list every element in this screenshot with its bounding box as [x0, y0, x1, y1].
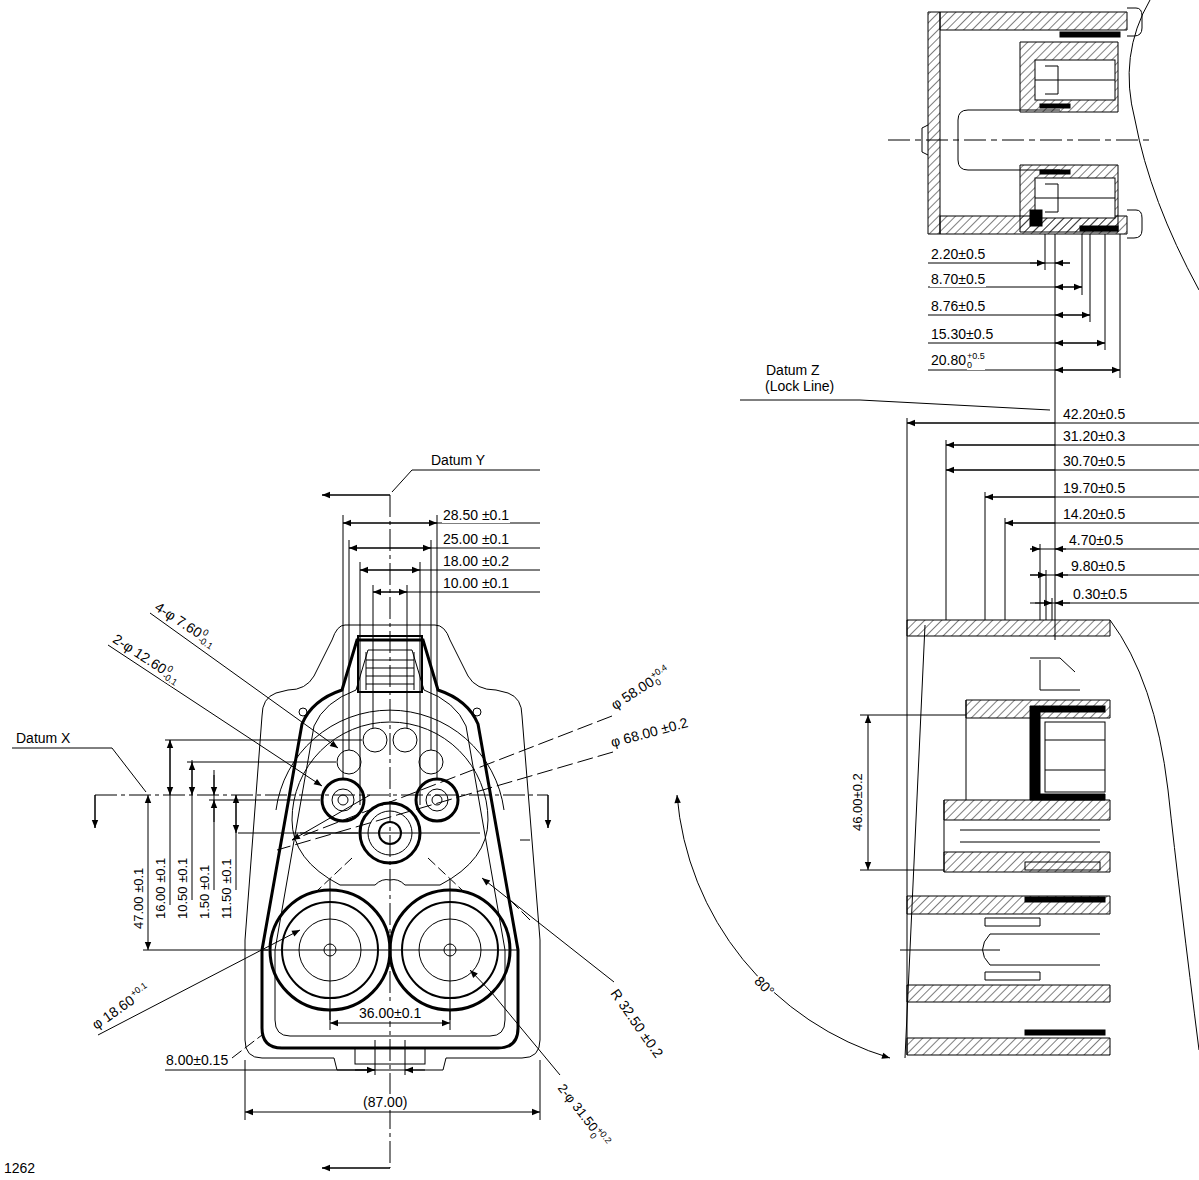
datum-label: Datum X [15, 730, 71, 746]
dimension-text: 10.50 ±0.1 [175, 857, 190, 920]
dimension-text: 4-φ 7.60 [151, 598, 206, 641]
label-group: 47.00 ±0.1 [131, 867, 147, 930]
tolerance-lower: 0 [967, 361, 985, 370]
tolerance-upper: +0.1 [129, 981, 149, 999]
dimension-text: 42.20±0.5 [1062, 406, 1126, 422]
label-group: 2.20±0.5 [930, 246, 986, 262]
dimension-text: 8.76±0.5 [930, 298, 986, 314]
dimension-text: 0.30±0.5 [1072, 586, 1128, 602]
dimension-text: φ 68.00 ±0.2 [608, 714, 690, 750]
angle-text: 80° [751, 972, 779, 1000]
label-group: 9.80±0.5 [1070, 558, 1126, 574]
label-group: 1.50 ±0.1 [197, 864, 213, 920]
dimension-text: 31.20±0.3 [1062, 428, 1126, 444]
side-section-bottom [677, 418, 1199, 1058]
label-group: 20.80+0.50 [930, 352, 985, 370]
label-group: 8.76±0.5 [930, 298, 986, 314]
datum-label: Datum Z (Lock Line) [765, 362, 835, 394]
label-group: 31.20±0.3 [1062, 428, 1126, 444]
datum-label: Datum Y [430, 452, 486, 468]
dimension-text: R 32.50 ±0.2 [607, 985, 667, 1061]
label-group: 25.00 ±0.1 [442, 531, 510, 547]
dimension-text: 9.80±0.5 [1070, 558, 1126, 574]
dimension-text: 46.00±0.2 [850, 772, 865, 832]
label-group: 14.20±0.5 [1062, 506, 1126, 522]
label-group: 2-φ 31.50+0.20 [552, 1080, 613, 1151]
side-section-top [740, 0, 1199, 640]
label-group: 4-φ 7.600-0.1 [150, 598, 219, 652]
dimension-text: 2.20±0.5 [930, 246, 986, 262]
label-group: R 32.50 ±0.2 [607, 985, 667, 1061]
tolerance-upper: +0.5 [967, 352, 985, 361]
label-group: 0.30±0.5 [1072, 586, 1128, 602]
label-group: 4.70±0.5 [1068, 532, 1124, 548]
dimension-text: 16.00 ±0.1 [153, 857, 168, 920]
dimension-text: 2-φ 12.60 [109, 630, 170, 677]
label-group: φ 58.00+0.40 [607, 663, 674, 715]
dimension-text: 4.70±0.5 [1068, 532, 1124, 548]
label-group: φ 68.00 ±0.2 [608, 714, 690, 750]
dimension-text: 1.50 ±0.1 [197, 864, 212, 920]
dimension-text: 28.50 ±0.1 [442, 507, 510, 523]
front-view [12, 470, 614, 1168]
label-group: (87.00) [362, 1094, 408, 1110]
label-group: 8.70±0.5 [930, 271, 986, 287]
label-group: Datum Y [430, 452, 486, 468]
dimension-text: (87.00) [362, 1094, 408, 1110]
label-group: 10.00 ±0.1 [442, 575, 510, 591]
dimension-text: 8.70±0.5 [930, 271, 986, 287]
label-group: 28.50 ±0.1 [442, 507, 510, 523]
dimension-text: 8.00±0.15 [165, 1052, 229, 1068]
label-group: 36.00±0.1 [358, 1005, 422, 1021]
label-group: 10.50 ±0.1 [175, 857, 191, 920]
label-group: 1262 [3, 1160, 36, 1176]
tolerance-lower: -0.1 [196, 636, 214, 652]
dimension-text: 47.00 ±0.1 [131, 867, 146, 930]
dimension-text: φ 58.00 [607, 673, 658, 714]
dimension-text: 10.00 ±0.1 [442, 575, 510, 591]
label-group: 19.70±0.5 [1062, 480, 1126, 496]
label-group: 18.00 ±0.2 [442, 553, 510, 569]
label-group: 42.20±0.5 [1062, 406, 1126, 422]
dimension-text: 15.30±0.5 [930, 326, 994, 342]
dimension-text: 30.70±0.5 [1062, 453, 1126, 469]
dimension-text: φ 18.60 [88, 991, 138, 1033]
label-group: 2-φ 12.600-0.1 [108, 630, 183, 688]
tolerance-stack: +0.1 [129, 981, 149, 999]
label-group: 15.30±0.5 [930, 326, 994, 342]
dimension-text: 36.00±0.1 [358, 1005, 422, 1021]
dimension-text: 2-φ 31.50 [554, 1080, 602, 1135]
label-group: 46.00±0.2 [850, 772, 866, 832]
label-group: 16.00 ±0.1 [153, 857, 169, 920]
label-group: 11.50 ±0.1 [219, 858, 235, 920]
dimension-text: 14.20±0.5 [1062, 506, 1126, 522]
drawing-number: 1262 [3, 1160, 36, 1176]
label-group: φ 18.60+0.1 [88, 981, 153, 1033]
label-group: Datum Z (Lock Line) [765, 362, 855, 394]
label-group: 30.70±0.5 [1062, 453, 1126, 469]
tolerance-lower: -0.1 [160, 672, 178, 688]
dimension-text: 18.00 ±0.2 [442, 553, 510, 569]
dimension-text: 11.50 ±0.1 [219, 858, 234, 920]
label-group: Datum X [15, 730, 71, 746]
dimension-text: 19.70±0.5 [1062, 480, 1126, 496]
label-group: 80° [751, 972, 779, 1000]
dimension-text: 25.00 ±0.1 [442, 531, 510, 547]
label-group: 8.00±0.15 [165, 1052, 229, 1068]
tolerance-stack: +0.50 [967, 352, 985, 370]
dimension-text: 20.80 [930, 352, 967, 368]
